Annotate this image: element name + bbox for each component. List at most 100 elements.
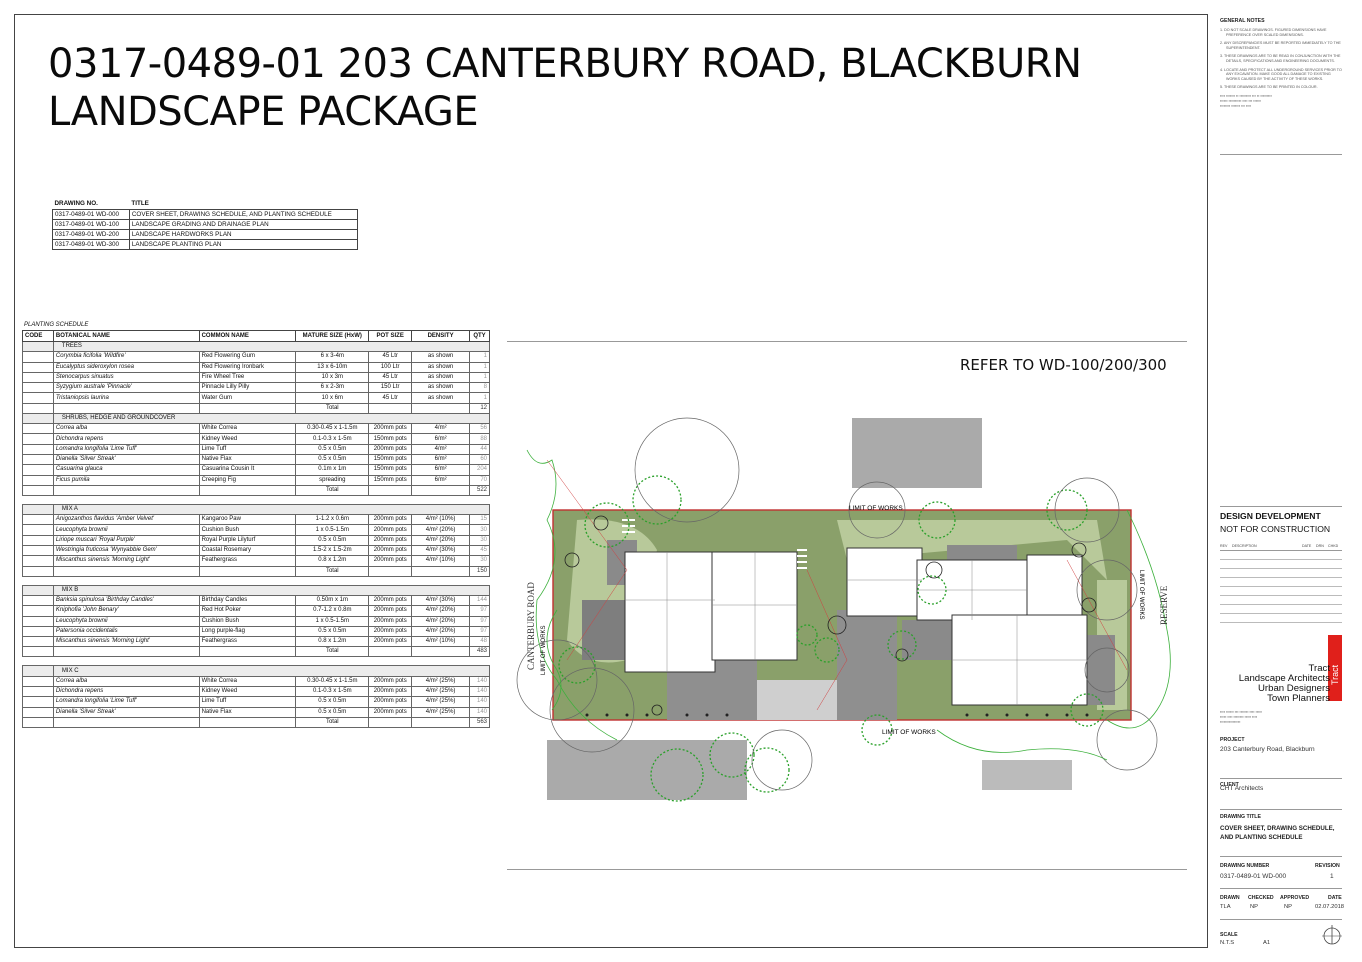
pot-size-cell: 45 Ltr [368, 351, 413, 363]
limit-of-works-label-right: LIMIT OF WORKS [1138, 570, 1144, 620]
qty-cell: 97 [468, 605, 491, 617]
mature-size-cell: 0.1m x 1m [295, 464, 370, 476]
revision-label: REVISION [1315, 863, 1340, 869]
qty-cell: 44 [468, 443, 491, 455]
neighbour-building [852, 418, 982, 488]
revision-header: DRN [1316, 544, 1324, 548]
planting-schedule-title: PLANTING SCHEDULE [24, 322, 89, 328]
mature-size-cell: 0.30-0.45 x 1-1.5m [295, 423, 370, 435]
density-cell: as shown [411, 351, 470, 363]
mature-size-cell: 0.5 x 0.5m [295, 625, 370, 638]
botanical-name-cell: Correa alba [52, 675, 200, 688]
schedule-spacer [22, 575, 490, 586]
qty-cell: 1 [468, 371, 491, 384]
density-cell: as shown [411, 382, 470, 394]
status-sub-label: NOT FOR CONSTRUCTION [1220, 524, 1331, 534]
common-name-cell: Feathergrass [198, 636, 297, 648]
approved-value: NP [1284, 904, 1293, 910]
code-cell [22, 524, 54, 536]
scale-label: SCALE [1220, 932, 1238, 938]
common-name-cell: Kangaroo Paw [198, 514, 297, 526]
botanical-name-cell: Correa alba [52, 423, 200, 435]
reserve-label: RESERVE [1159, 585, 1169, 625]
code-cell [22, 474, 54, 486]
botanical-name-cell: Westringia fruticosa 'Wynyabbie Gem' [52, 545, 200, 557]
pot-size-cell: 200mm pots [368, 443, 413, 455]
total-qty-cell: 522 [468, 484, 491, 496]
drawing-list-header: TITLE [131, 200, 149, 208]
density-cell: 6/m² [411, 474, 470, 486]
drawing-number-cell: 0317-0489-01 WD-000 [52, 208, 130, 220]
common-name-cell: Native Flax [198, 706, 297, 718]
sheet-title-line1: 0317-0489-01 203 CANTERBURY ROAD, BLACKB… [48, 41, 1082, 87]
common-name-cell: Red Flowering Ironbark [198, 361, 297, 373]
botanical-name-cell: Banksia spinulosa 'Birthday Candles' [52, 594, 200, 607]
blank-cell [411, 402, 470, 414]
mature-size-cell: 0.50m x 1m [295, 594, 370, 607]
divider [1220, 154, 1342, 155]
mature-size-cell: 10 x 3m [295, 371, 370, 384]
sheet-title: 0317-0489-01 203 CANTERBURY ROAD, BLACKB… [48, 40, 1082, 136]
revision-header: DATE [1302, 544, 1312, 548]
dwelling [711, 551, 798, 661]
client-label: CLIENT [1220, 782, 1239, 788]
pot-size-cell: 150 Ltr [368, 382, 413, 394]
blank-cell [368, 565, 413, 577]
botanical-name-cell: Leucophyta brownii [52, 524, 200, 536]
qty-cell: 144 [468, 594, 491, 607]
general-note: 3. THESE DRAWINGS ARE TO BE READ IN CONJ… [1220, 54, 1344, 63]
schedule-spacer [22, 494, 490, 505]
date-value: 02.07.2018 [1315, 904, 1345, 910]
group-name-cell: TREES [52, 340, 491, 353]
qty-cell: 1 [468, 361, 491, 373]
mature-size-cell: 0.5 x 0.5m [295, 706, 370, 718]
note-text: THESE DRAWINGS ARE TO BE PRINTED IN COLO… [1224, 85, 1318, 90]
pot-size-cell: 200mm pots [368, 524, 413, 536]
blank-cell [198, 716, 297, 728]
code-cell [22, 584, 54, 596]
note-text: LOCATE AND PROTECT ALL UNDERGROUND SERVI… [1224, 67, 1342, 81]
code-cell [22, 433, 54, 445]
botanical-name-cell: Dichondra repens [52, 686, 200, 698]
mature-size-cell: spreading [295, 474, 370, 486]
paving [582, 600, 627, 660]
code-cell [22, 361, 54, 373]
botanical-name-cell: Dichondra repens [52, 433, 200, 445]
pot-size-cell: 200mm pots [368, 534, 413, 547]
schedule-row: Anigozanthos flavidus 'Amber Velvet'Kang… [22, 514, 491, 526]
client-value: CHT Architects [1220, 785, 1264, 792]
revision-row [1220, 569, 1342, 578]
general-note: 1. DO NOT SCALE DRAWINGS. FIGURED DIMENS… [1220, 28, 1344, 37]
lawn-area [837, 520, 1107, 580]
mature-size-cell: 13 x 6-10m [295, 361, 370, 373]
density-cell: 4/m² (30%) [411, 594, 470, 607]
density-cell: 4/m² [411, 443, 470, 455]
schedule-header: COMMON NAME [198, 330, 297, 342]
divider [1220, 506, 1342, 507]
schedule-header: DENSITY [411, 330, 470, 342]
schedule-header: CODE [22, 330, 54, 342]
common-name-cell: Feathergrass [198, 555, 297, 567]
pot-size-cell: 200mm pots [368, 675, 413, 688]
density-cell: 4/m² (20%) [411, 605, 470, 617]
qty-cell: 97 [468, 625, 491, 638]
schedule-header: BOTANICAL NAME [52, 330, 200, 342]
drawing-title-label: DRAWING TITLE [1220, 814, 1261, 820]
density-cell: as shown [411, 361, 470, 373]
common-name-cell: Red Flowering Gum [198, 351, 297, 363]
revision-header: REV [1220, 544, 1228, 548]
code-cell [22, 555, 54, 567]
general-note: 2. ANY DISCREPANCIES MUST BE REPORTED IM… [1220, 41, 1344, 50]
common-name-cell: Lime Tuff [198, 696, 297, 708]
firm-address: ▪▪▪▪ ▪▪▪▪▪▪ ▪▪▪ ▪▪▪▪▪▪▪ ▪▪▪▪ ▪▪▪▪▪▪▪▪▪▪ … [1220, 710, 1262, 724]
botanical-name-cell: Ficus pumila [52, 474, 200, 486]
common-name-cell: Water Gum [198, 392, 297, 404]
pot-size-cell: 200mm pots [368, 555, 413, 567]
mature-size-cell: 10 x 6m [295, 392, 370, 404]
copyright-fineprint: ▪▪▪▪ ▪▪▪▪▪▪▪ ▪▪ ▪▪▪▪▪▪▪▪▪ ▪▪▪ ▪▪ ▪▪▪▪▪▪▪… [1220, 93, 1272, 108]
